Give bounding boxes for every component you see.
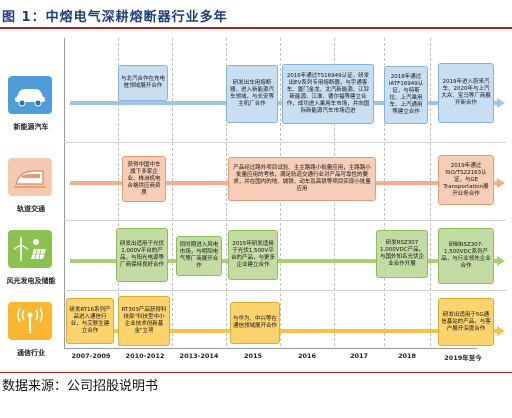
row-label-telecom: 通信行业 <box>17 349 45 357</box>
train-icon <box>8 158 52 196</box>
year-label: 2016 <box>297 352 317 360</box>
source-note: 数据来源：公司招股说明书 <box>2 379 159 394</box>
car-icon <box>8 76 52 114</box>
title-underline <box>0 27 512 29</box>
milestone-box: 获得中国中车旗下多家企业、株洲机电合格供应商资质 <box>122 156 166 202</box>
milestone-box: 研发出适用于5G通信基站的产品，与客户展开深度合作 <box>438 298 494 346</box>
year-label: 2010-2012 <box>125 352 165 360</box>
year-label: 2015 <box>243 352 263 360</box>
milestone-box: RT303产品获得科技部"科技型中小企业技术创新基金"立项 <box>118 296 170 346</box>
year-label: 2018 <box>397 352 417 360</box>
period-divider <box>118 38 119 346</box>
row-label-rail: 轨道交通 <box>17 205 45 213</box>
figure-title: 图 1：中熔电气深耕熔断器行业多年 <box>2 10 228 25</box>
milestone-box: 研发出适用于光伏1,000V平台的产品，与阳光电源等厂商保持良好合作 <box>116 228 168 282</box>
milestone-box: 2019年通过ISO/TS22163认证，与GE Transportation展… <box>438 155 494 205</box>
row-divider <box>64 142 506 143</box>
milestone-box: 2019年进入蔚来汽车、2020年与上汽大众、宝马等厂商展开新合作 <box>438 63 494 123</box>
period-divider <box>430 38 431 346</box>
milestone-box: 产品经过路外项目试验、主主路路小批量应用，主路路小批量应用的考核，满足轨道交通行… <box>228 157 376 201</box>
timeline-frame <box>64 38 477 349</box>
row-divider <box>64 220 506 221</box>
milestone-box: 2015年研发适用于光伏1,500V平台的产品，与更多企业建立合作 <box>228 230 278 280</box>
period-divider <box>172 38 173 346</box>
milestone-box: 研发RT16系列产品进入通信行业，与艾默生建立合作 <box>66 298 114 344</box>
milestone-box: 同时期进入风电市场，与明阳电气等厂商展开合作 <box>176 236 222 276</box>
antenna-icon <box>8 302 52 340</box>
timeline-arrow-telecom <box>70 326 505 336</box>
year-label: 2007-2009 <box>71 352 111 360</box>
timeline-arrow-wind-solar <box>70 256 505 266</box>
milestone-box: 研制RSZ307-1,500VDC系列产品，与行业领先企业合作 <box>438 228 494 284</box>
row-label-wind-solar: 风光发电及储能 <box>6 277 56 285</box>
year-label: 2019年至今 <box>444 354 482 362</box>
year-label: 2013-2014 <box>179 352 219 360</box>
period-divider <box>384 38 385 346</box>
milestone-box: 与华为、中兴等在通信领域展开合作 <box>230 302 280 344</box>
year-label: 2017 <box>349 352 369 360</box>
milestone-box: 2016年通过TS16949认证，研发出EV系列专用熔断器，与宇通客车、厦门金龙… <box>282 64 374 124</box>
milestone-box: 与北汽合作在充电桩领域展开合作 <box>118 65 168 101</box>
milestone-box: 2018年通过IATF16949认证，与特斯拉、上汽乘用车、上汽通用等建立合作 <box>384 66 428 124</box>
row-divider <box>64 290 506 291</box>
wind-solar-icon <box>8 230 52 268</box>
source-rule <box>0 372 512 373</box>
milestone-box: 研发出车用熔断器，进入新能源汽车领域，与长安等主机厂合作 <box>226 65 278 123</box>
milestone-box: 研发RSZ307 1,000VDC产品，与国外知名光伏企业合作开展 <box>376 230 428 278</box>
period-divider <box>226 38 227 346</box>
row-label-ev: 新能源汽车 <box>13 123 49 131</box>
